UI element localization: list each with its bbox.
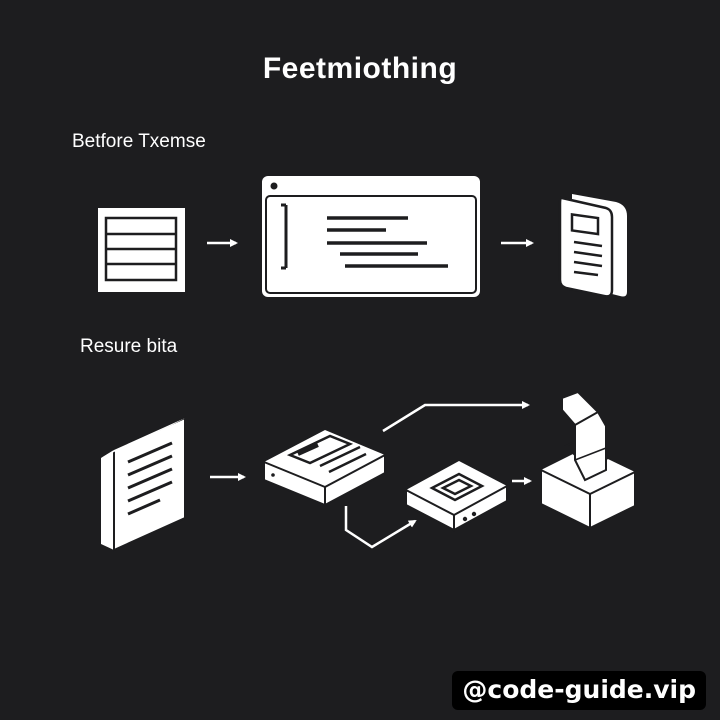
processor-box-icon [405,461,508,532]
stacked-document-icon [558,194,627,298]
section-label-before: Betfore Txemse [72,131,206,152]
server-box-icon [263,430,386,507]
elbow-arrow-icon [382,401,530,433]
isometric-stand-icon [540,390,636,530]
code-window-icon [262,176,480,297]
diagram-title: Feetmiothing [262,52,458,85]
elbow-arrow-icon [344,506,417,549]
watermark: @code-guide.vip [452,671,706,710]
section-label-resure: Resure bita [80,336,178,357]
table-document-icon [98,208,185,292]
isometric-document-icon [101,416,186,552]
